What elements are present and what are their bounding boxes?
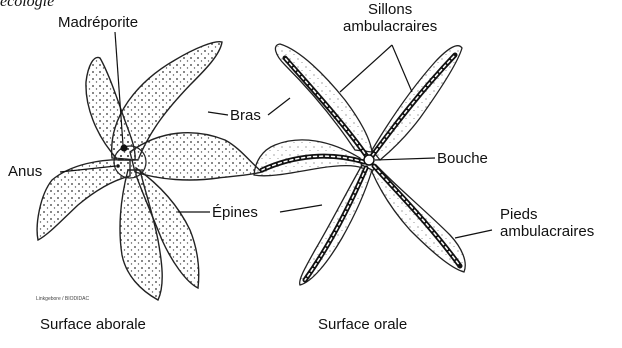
corner-text: ecologie: [0, 0, 54, 11]
label-madreporite: Madréporite: [58, 14, 138, 31]
image-credit: Linkgebore / BIODIDAC: [36, 296, 89, 302]
oral-starfish: [254, 44, 465, 285]
label-sillons-ambulacraires: Sillons ambulacraires: [343, 1, 437, 35]
aboral-central-disc: [114, 146, 146, 178]
madreporite-plate: [121, 145, 128, 152]
caption-surface-aborale: Surface aborale: [40, 316, 146, 333]
label-anus: Anus: [8, 163, 42, 180]
caption-surface-orale: Surface orale: [318, 316, 407, 333]
anus-opening: [116, 164, 120, 168]
mouth-opening: [364, 155, 374, 165]
label-pieds-ambulacraires: Pieds ambulacraires: [500, 206, 594, 240]
label-bouche: Bouche: [437, 150, 488, 167]
aboral-arm-left: [37, 160, 130, 240]
label-bras: Bras: [230, 107, 261, 124]
label-epines: Épines: [212, 204, 258, 221]
aboral-arm-right: [130, 133, 262, 180]
